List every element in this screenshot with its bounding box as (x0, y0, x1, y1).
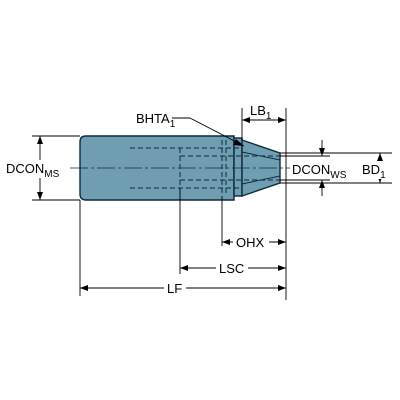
bd1-label: BD1 (362, 162, 386, 181)
ohx-label: OHX (236, 235, 265, 250)
lsc-label: LSC (219, 261, 244, 276)
lf-label: LF (167, 281, 182, 296)
tool-body (70, 135, 292, 201)
bhta-label: BHTA1 (136, 111, 176, 130)
collar-ring (233, 137, 243, 197)
arrowheads (37, 117, 383, 291)
dimension-labels: DCONMS BHTA1 LB1 DCONWS BD1 OHX LSC LF (4, 103, 398, 296)
dcon-ws-label: DCONWS (292, 162, 347, 181)
dcon-ms-label: DCONMS (6, 161, 60, 180)
lb1-label: LB1 (250, 103, 272, 122)
